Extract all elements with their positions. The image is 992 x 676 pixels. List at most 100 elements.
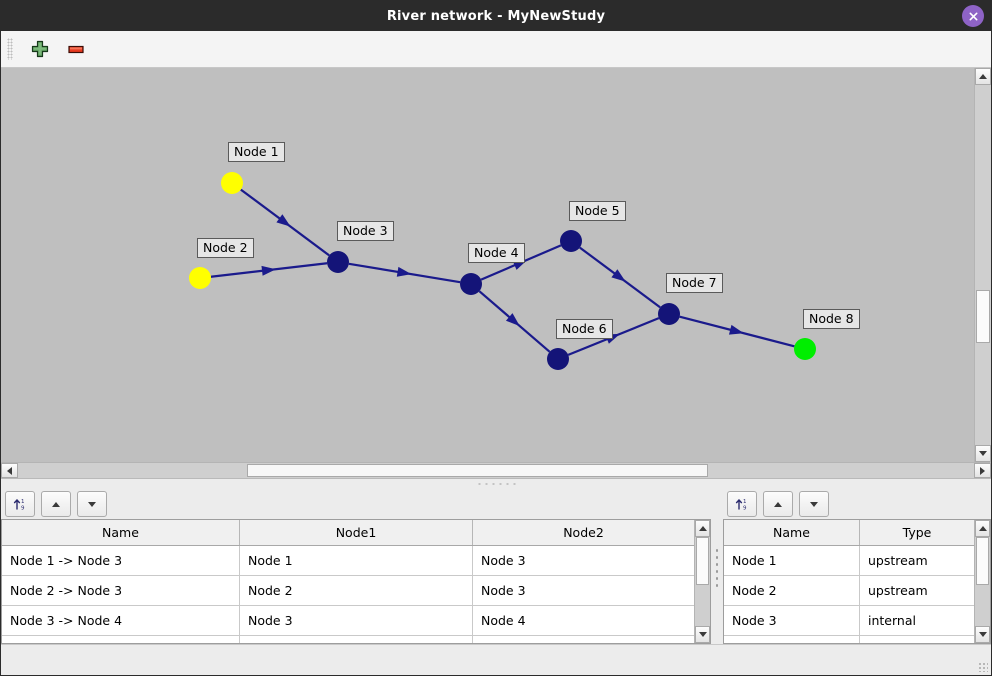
nodes-col-type[interactable]: Type — [859, 520, 974, 546]
edge-arrow-icon — [261, 265, 276, 276]
table-cell[interactable]: Node 3 — [472, 575, 694, 606]
table-cell[interactable]: Node 4 — [472, 605, 694, 636]
close-icon[interactable] — [962, 5, 984, 27]
graph-node-label[interactable]: Node 4 — [468, 243, 525, 263]
table-cell[interactable]: Node 4 — [724, 635, 860, 643]
splitter-grip — [476, 482, 516, 486]
graph-node-label[interactable]: Node 2 — [197, 238, 254, 258]
graph-node[interactable] — [794, 338, 816, 360]
table-cell[interactable]: Node 1 -> Node 3 — [2, 545, 240, 576]
nodes-col-name[interactable]: Name — [724, 520, 860, 546]
table-cell[interactable]: upstream — [859, 575, 974, 606]
graph-node[interactable] — [327, 251, 349, 273]
move-down-button[interactable] — [77, 491, 107, 517]
horizontal-scroll-track[interactable] — [18, 463, 974, 478]
nodes-vertical-scrollbar[interactable] — [974, 520, 990, 643]
nodes-header-row: Name Type — [724, 520, 974, 546]
edge-arrow-icon — [505, 313, 520, 327]
graph-node-label[interactable]: Node 8 — [803, 309, 860, 329]
canvas-vertical-scrollbar[interactable] — [974, 68, 991, 462]
graph-node-label[interactable]: Node 3 — [337, 221, 394, 241]
nodes-scroll-track[interactable] — [975, 537, 990, 626]
arrow-right-icon — [980, 466, 985, 475]
main-toolbar — [1, 31, 991, 68]
reaches-scroll-down-button[interactable] — [695, 626, 710, 643]
river-network-graph[interactable]: Node 1 Node 2 Node 3 Node 4 Node 5 Node 6 Node… — [1, 68, 974, 462]
plus-icon[interactable] — [29, 38, 51, 60]
graph-node-label[interactable]: Node 7 — [666, 273, 723, 293]
table-cell[interactable]: internal — [859, 605, 974, 636]
nodes-scroll-thumb[interactable] — [976, 537, 989, 586]
graph-node[interactable] — [189, 267, 211, 289]
scroll-up-button[interactable] — [975, 68, 991, 85]
table-cell[interactable]: Node 3 — [724, 605, 860, 636]
sort-ascending-icon[interactable]: 1 9 — [727, 491, 757, 517]
reaches-col-name[interactable]: Name — [2, 520, 240, 546]
table-cell[interactable]: upstream — [859, 545, 974, 576]
scroll-down-button[interactable] — [975, 445, 991, 462]
table-cell[interactable]: internal — [859, 635, 974, 643]
graph-node-label[interactable]: Node 5 — [569, 201, 626, 221]
vertical-scroll-thumb[interactable] — [976, 290, 990, 343]
table-cell[interactable]: Node 3 -> Node 4 — [2, 605, 240, 636]
move-down-button[interactable] — [799, 491, 829, 517]
table-cell[interactable]: Node 2 — [239, 575, 473, 606]
move-up-button[interactable] — [763, 491, 793, 517]
svg-text:1: 1 — [743, 499, 747, 505]
graph-node[interactable] — [460, 273, 482, 295]
nodes-toolbar: 1 9 — [723, 489, 991, 519]
table-cell[interactable]: Node 4 — [239, 635, 473, 643]
table-cell[interactable]: Node 4 -> Node 5 — [2, 635, 240, 643]
move-up-button[interactable] — [41, 491, 71, 517]
canvas-horizontal-scrollbar[interactable] — [1, 462, 991, 478]
toolbar-grip[interactable] — [7, 38, 13, 60]
nodes-scroll-up-button[interactable] — [975, 520, 990, 537]
minus-icon[interactable] — [65, 38, 87, 60]
edge-arrow-icon — [611, 269, 626, 282]
reaches-scroll-track[interactable] — [695, 537, 710, 626]
reaches-col-node1[interactable]: Node1 — [239, 520, 473, 546]
graph-canvas-area: Node 1 Node 2 Node 3 Node 4 Node 5 Node 6 Node… — [1, 68, 991, 462]
reaches-vertical-scrollbar[interactable] — [694, 520, 710, 643]
arrow-down-icon — [698, 632, 707, 637]
table-cell[interactable]: Node 1 — [724, 545, 860, 576]
table-cell[interactable]: Node 2 -> Node 3 — [2, 575, 240, 606]
graph-node-label[interactable]: Node 6 — [556, 319, 613, 339]
reaches-col-node2[interactable]: Node2 — [472, 520, 694, 546]
graph-node[interactable] — [547, 348, 569, 370]
scroll-left-button[interactable] — [1, 463, 18, 478]
graph-node[interactable] — [658, 303, 680, 325]
edge-arrow-icon — [728, 324, 744, 335]
graph-node-label[interactable]: Node 1 — [228, 142, 285, 162]
scroll-right-button[interactable] — [974, 463, 991, 478]
table-cell[interactable]: Node 1 — [239, 545, 473, 576]
graph-node[interactable] — [560, 230, 582, 252]
reaches-scroll-thumb[interactable] — [696, 537, 709, 586]
table-cell[interactable]: Node 2 — [724, 575, 860, 606]
table-cell[interactable]: Node 3 — [239, 605, 473, 636]
horizontal-splitter[interactable] — [1, 478, 991, 489]
reaches-scroll-up-button[interactable] — [695, 520, 710, 537]
graph-node[interactable] — [221, 172, 243, 194]
table-row[interactable]: Node 4internal — [724, 635, 974, 643]
table-cell[interactable]: Node 3 — [472, 545, 694, 576]
arrow-down-icon — [88, 501, 96, 507]
vertical-scroll-track[interactable] — [975, 85, 991, 445]
vertical-splitter[interactable] — [711, 489, 723, 644]
table-cell[interactable]: Node 5 — [472, 635, 694, 643]
nodes-scroll-down-button[interactable] — [975, 626, 990, 643]
horizontal-scroll-thumb[interactable] — [247, 464, 709, 477]
sort-ascending-icon[interactable]: 1 9 — [5, 491, 35, 517]
resize-grip[interactable] — [978, 662, 988, 672]
